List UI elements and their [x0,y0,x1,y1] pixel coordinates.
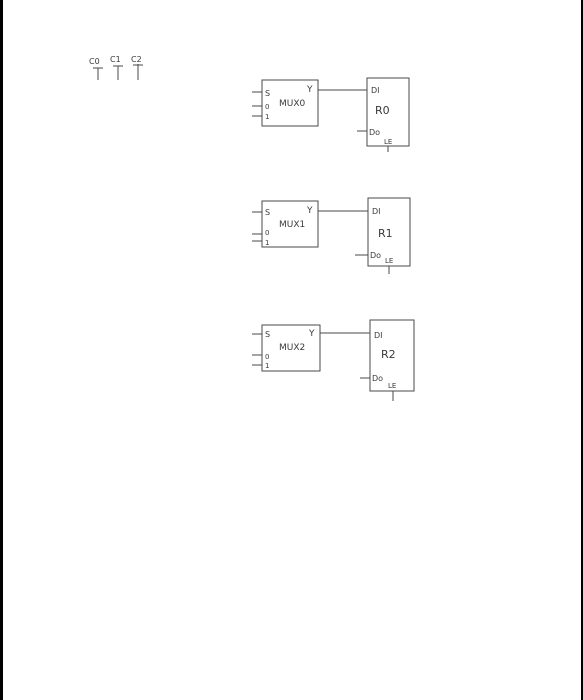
row-1: S 0 1 MUX1 Y DI R1 Do LE [252,197,411,274]
mux-select-label: S [265,330,270,339]
row-0: S 0 1 MUX0 Y DI R0 Do LE [252,77,410,152]
register-le-label: LE [385,257,393,265]
control-signals: C0 C1 C2 [89,55,143,80]
mux-output-label: Y [306,85,313,95]
mux-input1-label: 1 [265,113,269,121]
register-le-label: LE [388,382,396,390]
register-do-label: Do [370,251,381,260]
mux-input1-label: 1 [265,362,269,370]
right-border [581,0,583,700]
control-label-c0: C0 [89,57,100,66]
mux-block [261,79,319,127]
mux-input0-label: 0 [265,353,269,361]
mux-input0-label: 0 [265,229,269,237]
mux-block [261,200,319,248]
register-di-label: DI [371,86,380,95]
register-di-label: DI [372,207,381,216]
control-label-c2: C2 [131,55,142,64]
mux-name: MUX1 [279,220,305,230]
mux-output-label: Y [308,329,315,339]
register-do-label: Do [372,374,383,383]
register-block [366,77,410,147]
mux-select-label: S [265,208,270,217]
left-border [0,0,3,700]
mux-input1-label: 1 [265,239,269,247]
mux-output-label: Y [306,206,313,216]
mux-name: MUX2 [279,343,305,353]
register-do-label: Do [369,128,380,137]
register-block [367,197,411,267]
register-name: R1 [378,227,393,240]
register-name: R2 [381,348,396,361]
register-le-label: LE [384,138,392,146]
mux-name: MUX0 [279,99,306,109]
row-2: S 0 1 MUX2 Y DI R2 Do LE [252,319,415,401]
control-label-c1: C1 [110,55,121,64]
register-di-label: DI [374,331,383,340]
register-block [369,319,415,392]
mux-select-label: S [265,89,270,98]
register-name: R0 [375,104,390,117]
mux-block [261,324,321,372]
mux-input0-label: 0 [265,103,269,111]
